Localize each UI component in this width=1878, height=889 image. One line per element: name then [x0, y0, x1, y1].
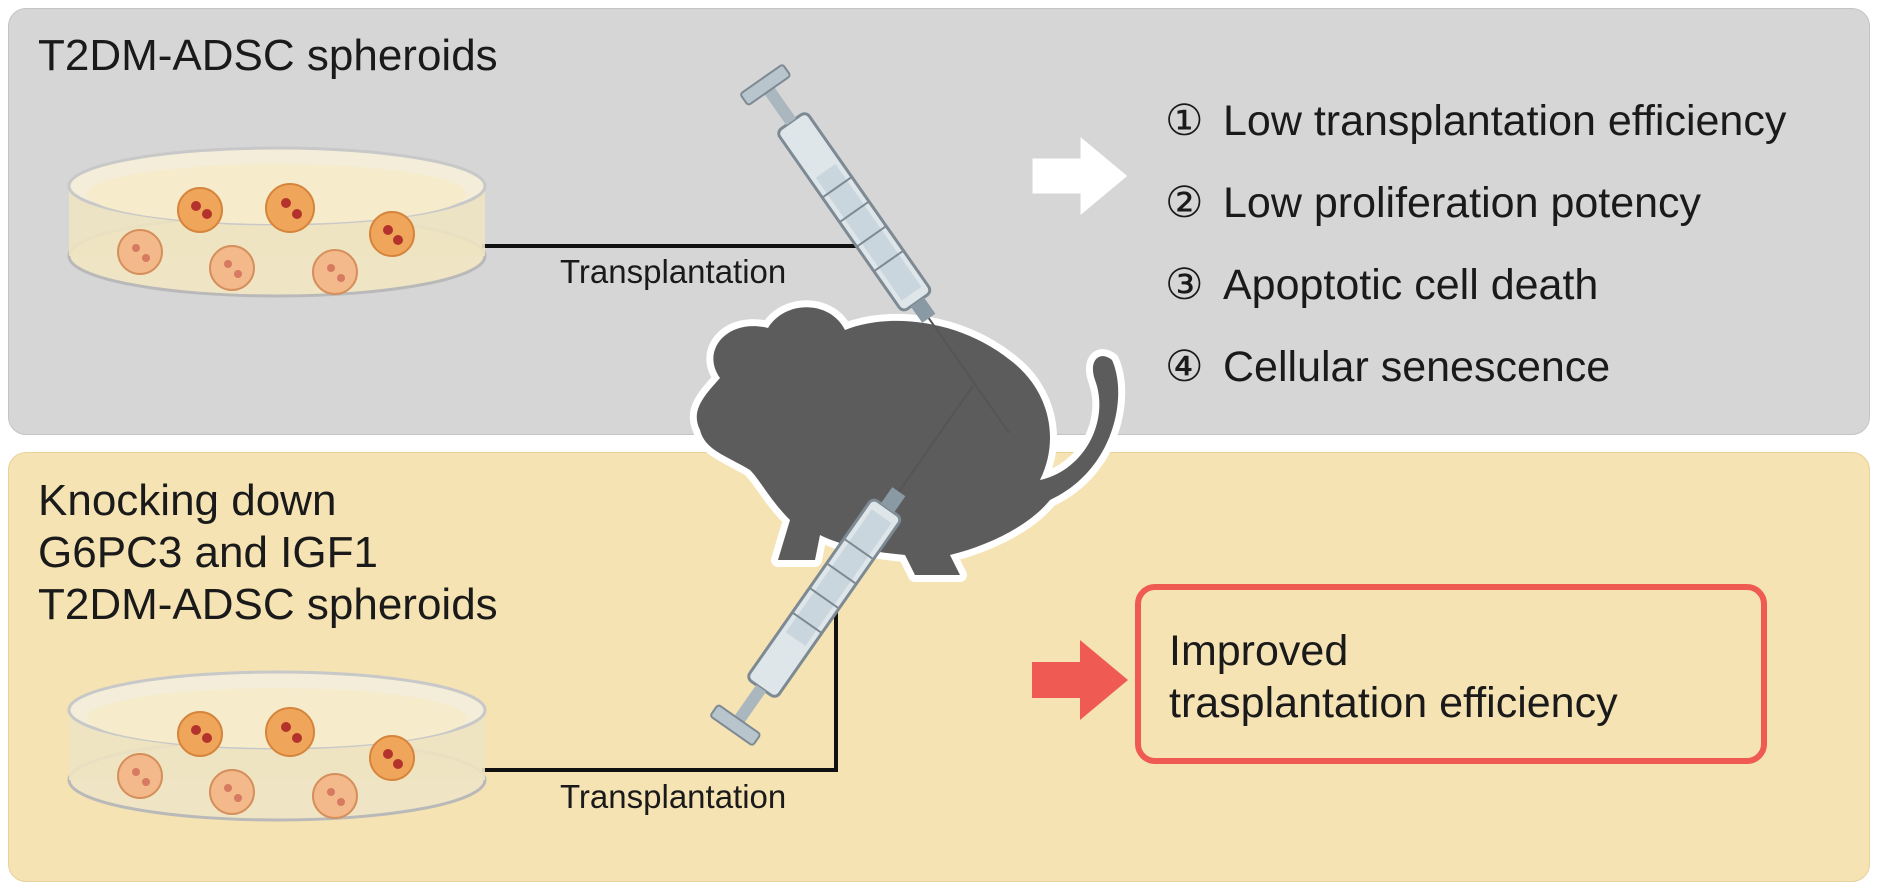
top-panel-title: T2DM-ADSC spheroids	[38, 31, 498, 80]
outcome-text: Cellular senescence	[1223, 342, 1611, 391]
spheroid	[265, 183, 315, 233]
outcome-number: ①	[1165, 97, 1204, 145]
outcome-text: Low transplantation efficiency	[1223, 96, 1787, 145]
top-spheroids	[117, 183, 415, 295]
outcome-number: ④	[1165, 343, 1204, 391]
spheroid	[209, 769, 255, 815]
bottom-connector-line	[482, 610, 838, 772]
bottom-panel-title: Knocking down G6PC3 and IGF1 T2DM-ADSC s…	[38, 476, 498, 629]
top-syringe	[740, 64, 1010, 434]
outcome-item: ③ Apoptotic cell death	[1165, 244, 1786, 326]
outcome-number: ②	[1165, 179, 1204, 227]
bottom-transplantation-label: Transplantation	[560, 778, 787, 815]
spheroid	[177, 187, 223, 233]
spheroid	[369, 735, 415, 781]
outcome-number: ③	[1165, 261, 1204, 309]
outcome-item: ② Low proliferation potency	[1165, 162, 1786, 244]
top-petri-dish	[67, 146, 487, 298]
improved-result-box: Improved trasplantation efficiency	[1135, 584, 1767, 764]
mouse-silhouette	[689, 300, 1126, 582]
spheroid	[117, 229, 163, 275]
spheroid	[312, 773, 358, 819]
outcome-text: Apoptotic cell death	[1223, 260, 1599, 309]
improved-result-text: Improved trasplantation efficiency	[1169, 627, 1618, 727]
outcome-item: ④ Cellular senescence	[1165, 326, 1786, 408]
spheroid	[265, 707, 315, 757]
top-white-arrow	[1031, 134, 1129, 218]
spheroid	[312, 249, 358, 295]
spheroid	[369, 211, 415, 257]
top-transplantation-label: Transplantation	[560, 253, 787, 290]
outcome-text: Low proliferation potency	[1223, 178, 1702, 227]
outcome-item: ① Low transplantation efficiency	[1165, 80, 1786, 162]
outcome-list: ① Low transplantation efficiency ② Low p…	[1165, 80, 1786, 408]
spheroid	[117, 753, 163, 799]
bottom-red-arrow	[1032, 640, 1128, 720]
spheroid	[209, 245, 255, 291]
bottom-spheroids	[117, 707, 415, 819]
bottom-syringe	[710, 384, 975, 746]
spheroid	[177, 711, 223, 757]
